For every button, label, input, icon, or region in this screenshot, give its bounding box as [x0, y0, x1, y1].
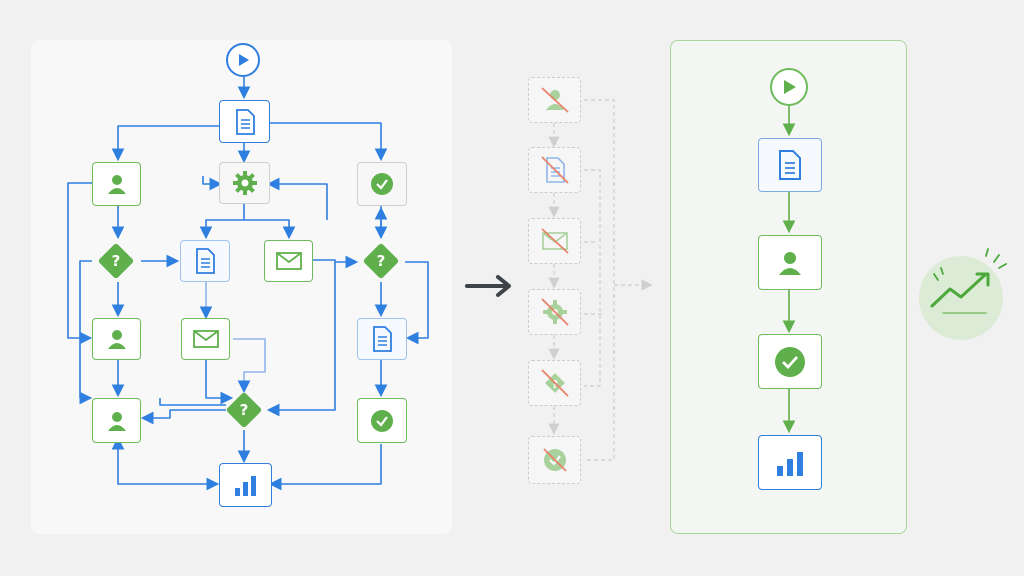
- bar-chart-icon: [234, 476, 256, 496]
- play-icon: [784, 80, 796, 94]
- user-icon: [540, 87, 569, 113]
- document-icon: [373, 326, 392, 352]
- eliminated-step: [528, 436, 581, 484]
- start-node: [226, 43, 260, 77]
- user-step: [758, 235, 822, 290]
- document-icon: [779, 150, 801, 180]
- settings-node: [219, 162, 270, 204]
- svg-text:?: ?: [551, 378, 557, 391]
- eliminated-step: ?: [528, 360, 581, 406]
- user-node: [92, 162, 141, 206]
- arrow-right-icon: [465, 275, 511, 297]
- chart-step: [758, 435, 822, 490]
- user-node: [92, 318, 141, 360]
- check-icon: [371, 173, 393, 195]
- user-icon: [107, 330, 126, 349]
- gear-icon: [540, 298, 569, 326]
- decision-label: ?: [239, 401, 249, 419]
- document-node: [219, 100, 270, 143]
- user-icon: [107, 411, 126, 431]
- decision-label: ?: [111, 252, 121, 270]
- email-node: [181, 318, 230, 360]
- user-icon: [779, 251, 801, 275]
- user-icon: [107, 175, 126, 194]
- email-icon: [540, 228, 569, 254]
- gear-icon: [232, 171, 257, 195]
- document-step: [758, 138, 822, 192]
- eliminated-step: [528, 218, 581, 264]
- check-step: [758, 334, 822, 389]
- chart-node: [219, 463, 272, 507]
- document-icon: [235, 108, 255, 135]
- eliminated-step: [528, 147, 581, 193]
- decision-label: ?: [376, 252, 386, 270]
- document-node: [357, 318, 407, 360]
- document-node: [180, 240, 230, 282]
- check-icon: [542, 448, 567, 472]
- email-icon: [192, 330, 219, 348]
- user-node: [92, 398, 141, 443]
- start-node: [770, 68, 808, 106]
- check-node: [357, 398, 407, 443]
- check-icon: [775, 346, 805, 377]
- bar-chart-icon: [777, 451, 803, 476]
- eliminated-step: [528, 289, 581, 335]
- document-icon: [196, 248, 215, 274]
- check-icon: [371, 409, 393, 432]
- eliminated-step: [528, 77, 581, 123]
- play-icon: [239, 54, 249, 66]
- email-node: [264, 240, 313, 282]
- check-node: [357, 162, 407, 206]
- decision-icon: ?: [540, 369, 569, 397]
- email-icon: [275, 252, 302, 270]
- document-icon: [540, 156, 569, 184]
